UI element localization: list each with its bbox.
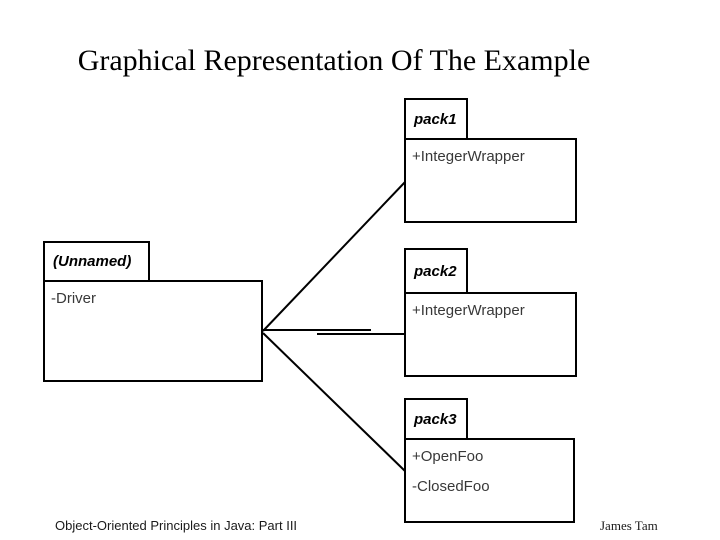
footer-author: James Tam bbox=[600, 518, 658, 533]
member-label: -Driver bbox=[51, 290, 96, 307]
package-unnamed-body: -Driver bbox=[43, 280, 263, 382]
package-unnamed-tab: (Unnamed) bbox=[43, 241, 150, 280]
member-label: -ClosedFoo bbox=[412, 478, 490, 495]
package-pack1-body: +IntegerWrapper bbox=[404, 138, 577, 223]
package-pack2-body: +IntegerWrapper bbox=[404, 292, 577, 377]
package-unnamed-label: (Unnamed) bbox=[53, 253, 132, 270]
package-pack2-tab: pack2 bbox=[404, 248, 468, 292]
package-pack3-body: +OpenFoo -ClosedFoo bbox=[404, 438, 575, 523]
package-pack2-label: pack2 bbox=[414, 262, 457, 280]
package-pack1-tab: pack1 bbox=[404, 98, 468, 138]
member-label: +OpenFoo bbox=[412, 448, 484, 465]
package-pack1-label: pack1 bbox=[414, 110, 457, 128]
package-pack3-tab: pack3 bbox=[404, 398, 468, 438]
member-label: +IntegerWrapper bbox=[412, 148, 525, 165]
connector-unnamed-pack3 bbox=[262, 332, 407, 473]
footer-title: Object-Oriented Principles in Java: Part… bbox=[55, 518, 298, 533]
connector-unnamed-pack1 bbox=[262, 180, 407, 332]
page-title: Graphical Representation Of The Example bbox=[77, 44, 591, 77]
package-pack3-label: pack3 bbox=[414, 410, 457, 428]
member-label: +IntegerWrapper bbox=[412, 302, 525, 319]
